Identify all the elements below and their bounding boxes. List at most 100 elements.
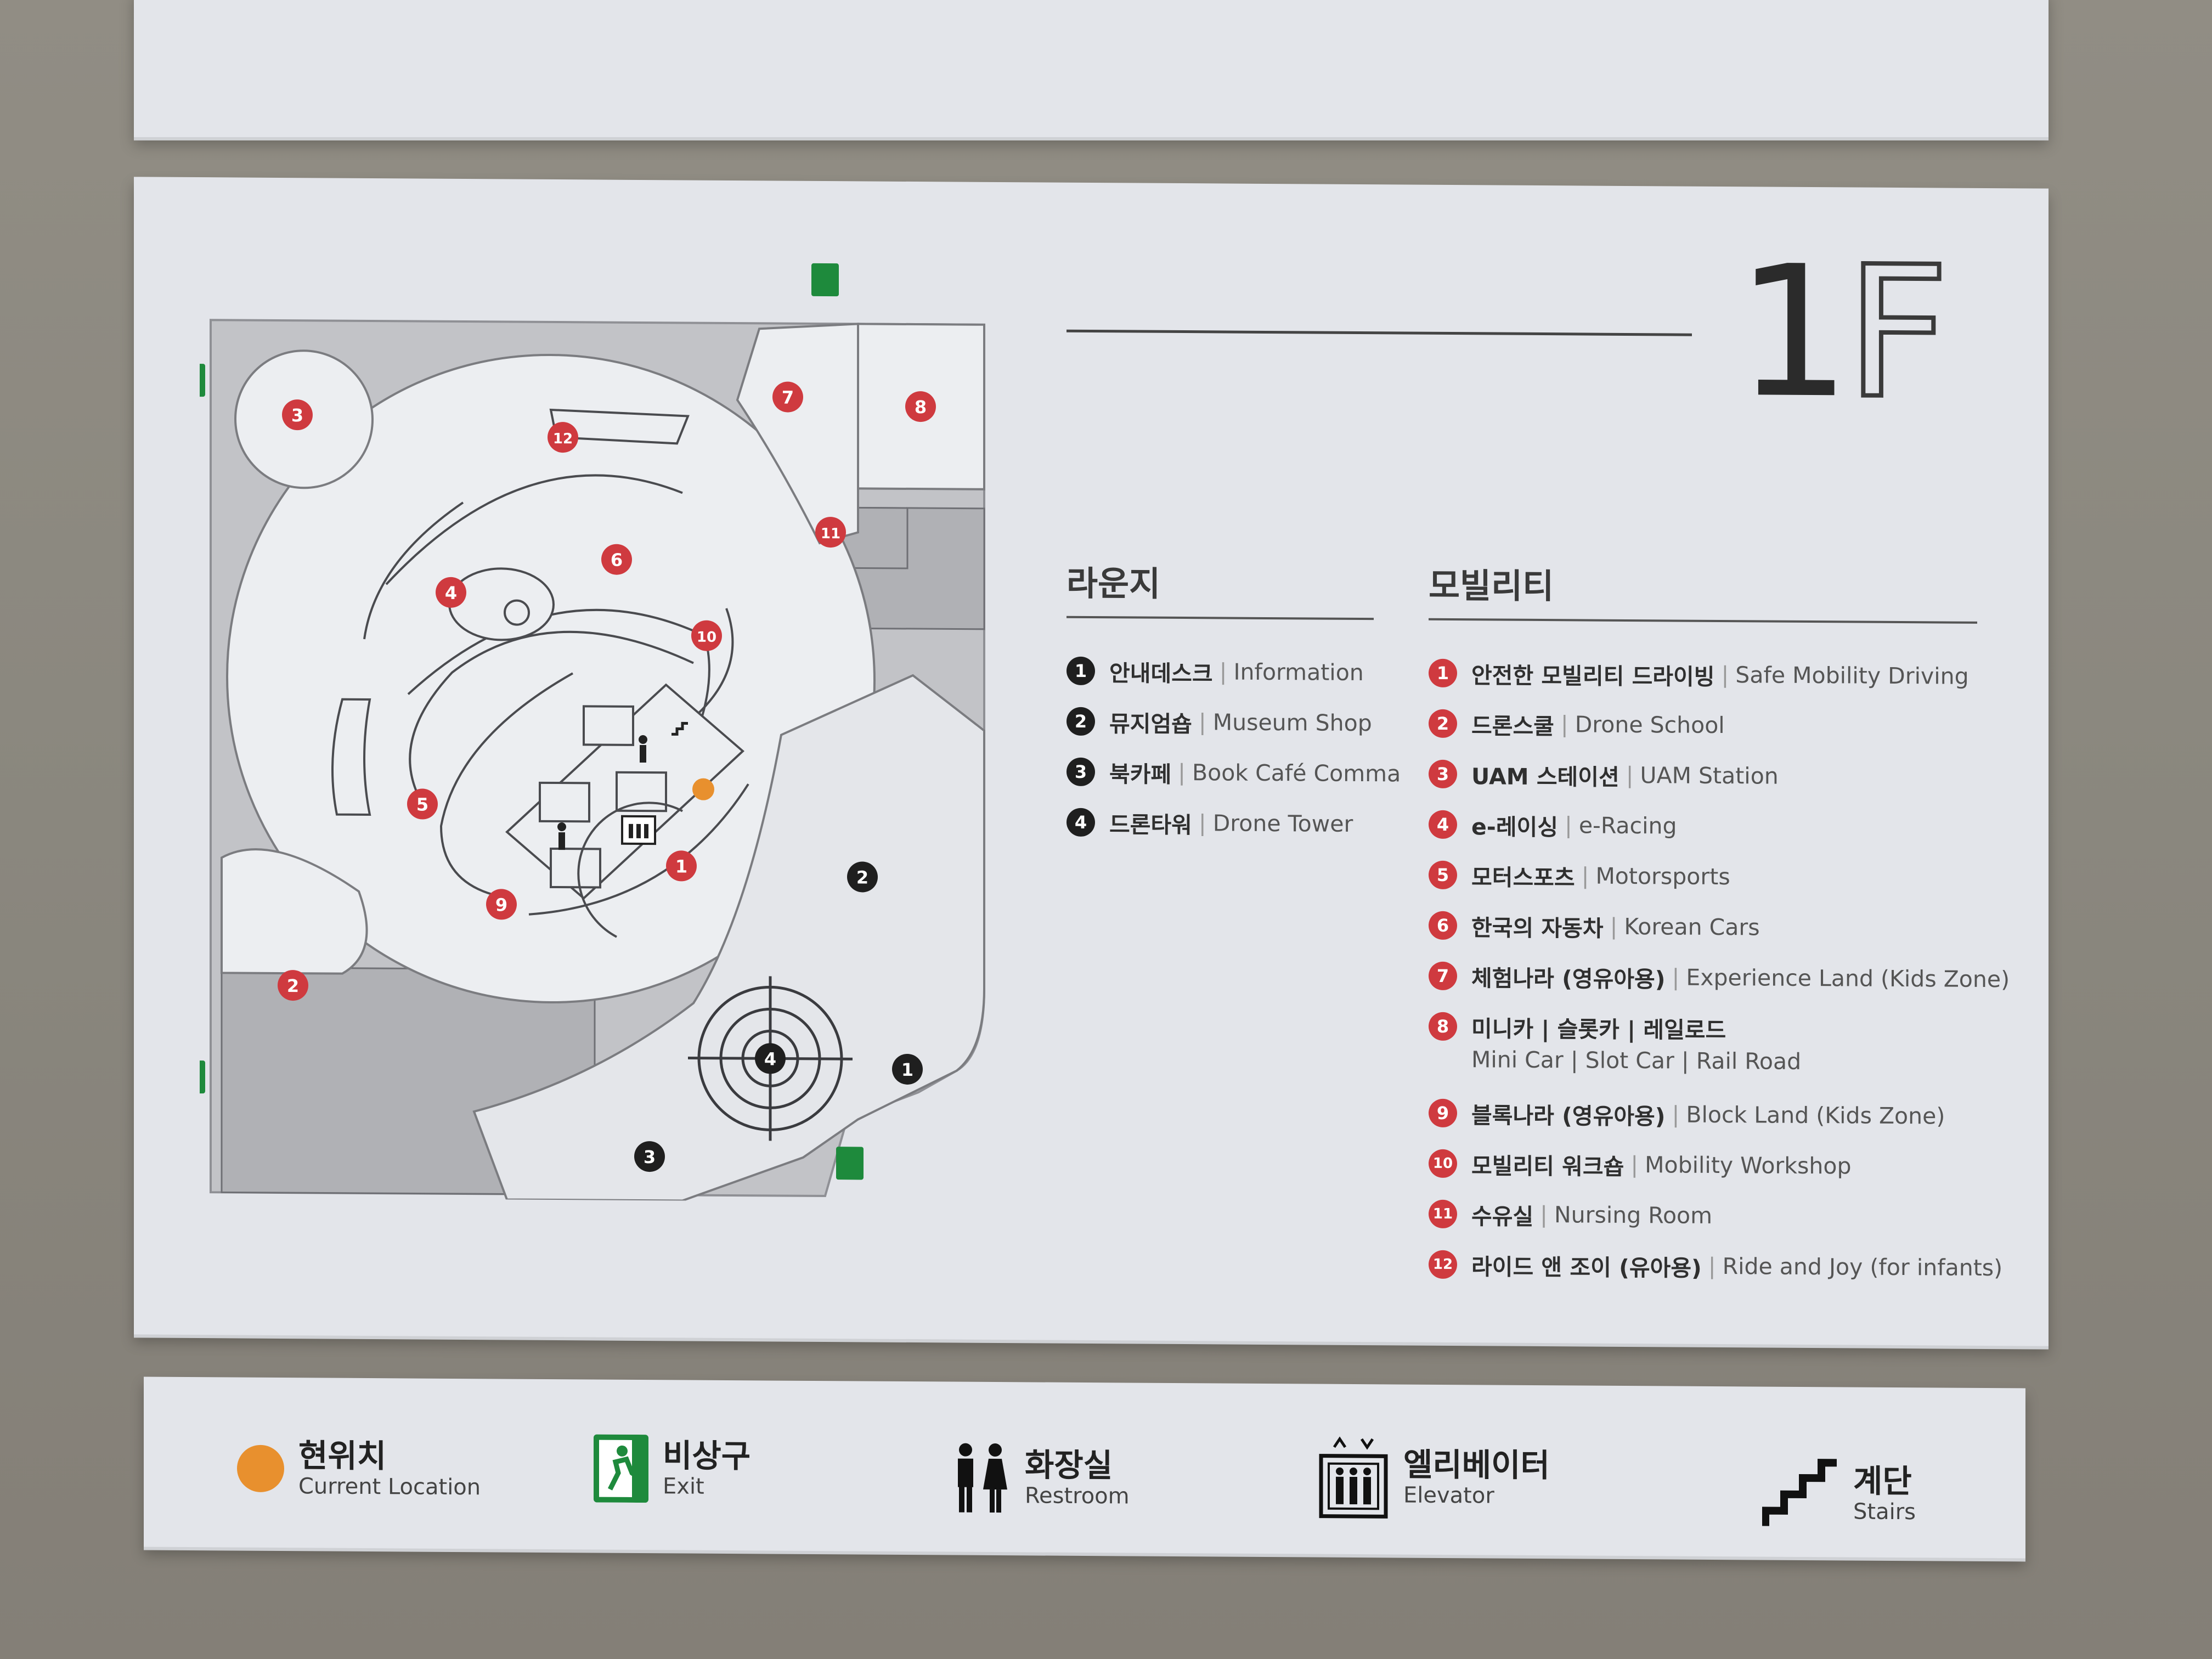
current-location-dot-icon bbox=[237, 1444, 284, 1493]
item-english-label: Book Café Comma bbox=[1192, 759, 1401, 787]
legend-ko: 엘리베이터 bbox=[1403, 1446, 1550, 1485]
map-label-red-1: 1 bbox=[666, 850, 697, 882]
item-korean-label: 드론타워 bbox=[1109, 811, 1192, 839]
svg-text:3: 3 bbox=[291, 405, 303, 426]
item-korean-label: 한국의 자동차 bbox=[1471, 915, 1604, 942]
svg-text:4: 4 bbox=[445, 583, 457, 603]
legend-en: Exit bbox=[663, 1474, 704, 1499]
floor-letter: F bbox=[1843, 225, 1946, 441]
item-english-label: Ride and Joy (for infants) bbox=[1722, 1253, 2003, 1282]
separator: | bbox=[1610, 913, 1618, 940]
separator: | bbox=[1560, 711, 1568, 738]
floor-directory-sign: 1 2 3 4 5 6 7 8 9 10 11 12 1 2 3 4 1F 라운… bbox=[134, 177, 2049, 1346]
map-label-red-12: 12 bbox=[548, 422, 578, 453]
separator: | bbox=[1564, 812, 1572, 839]
item-sub-label: Mini Car | Slot Car | Rail Road bbox=[1471, 1046, 1802, 1075]
item-korean-label: 모터스포츠 bbox=[1471, 864, 1575, 891]
item-english-label: Information bbox=[1233, 658, 1364, 686]
map-label-red-10: 10 bbox=[691, 620, 722, 651]
item-korean-label: 체험나라 (영유아용) bbox=[1471, 965, 1666, 993]
map-label-red-6: 6 bbox=[601, 544, 632, 575]
item-korean-label: 수유실 bbox=[1471, 1203, 1534, 1230]
separator: | bbox=[1581, 862, 1589, 889]
item-korean-label: 안전한 모빌리티 드라이빙 bbox=[1471, 662, 1715, 690]
svg-text:1: 1 bbox=[901, 1059, 913, 1080]
upper-sign-panel bbox=[134, 0, 2049, 137]
number-badge: 2 bbox=[1429, 709, 1457, 738]
number-badge: 11 bbox=[1429, 1199, 1457, 1229]
number-badge: 2 bbox=[1066, 707, 1095, 736]
item-english-label: Motorsports bbox=[1595, 862, 1730, 890]
number-badge: 8 bbox=[1429, 1012, 1457, 1041]
elevator-icon bbox=[1319, 1436, 1388, 1519]
number-badge: 4 bbox=[1066, 808, 1095, 837]
map-label-dark-1: 1 bbox=[892, 1053, 923, 1085]
item-korean-label: 드론스쿨 bbox=[1471, 713, 1554, 740]
restroom-icon-map bbox=[557, 735, 647, 850]
svg-text:1: 1 bbox=[675, 856, 687, 877]
separator: | bbox=[1198, 810, 1206, 837]
map-label-dark-3: 3 bbox=[634, 1141, 665, 1172]
separator: | bbox=[1198, 709, 1206, 736]
legend-ko: 계단 bbox=[1853, 1462, 1912, 1500]
exit-icon bbox=[594, 1434, 648, 1503]
number-badge: 12 bbox=[1429, 1250, 1457, 1279]
legend-ko: 화장실 bbox=[1025, 1446, 1113, 1485]
svg-text:9: 9 bbox=[495, 894, 507, 915]
svg-text:10: 10 bbox=[697, 629, 716, 646]
separator: | bbox=[1721, 662, 1729, 689]
item-english-label: Mobility Workshop bbox=[1645, 1152, 1852, 1180]
svg-text:3: 3 bbox=[644, 1147, 656, 1167]
legend-en: Current Location bbox=[298, 1474, 481, 1500]
item-english-label: e-Racing bbox=[1578, 812, 1677, 839]
circular-hall bbox=[226, 353, 876, 1003]
number-badge: 9 bbox=[1429, 1098, 1457, 1128]
item-korean-label: 모빌리티 워크숍 bbox=[1471, 1153, 1624, 1180]
map-red-labels: 1 2 3 4 5 6 7 8 9 10 11 12 bbox=[278, 381, 936, 1001]
item-korean-label: 라이드 앤 조이 (유아용) bbox=[1471, 1254, 1702, 1282]
stairs-icon-map bbox=[672, 721, 688, 736]
item-korean-label: 블록나라 (영유아용) bbox=[1471, 1102, 1666, 1130]
current-location-marker bbox=[692, 778, 714, 800]
legend-en: Elevator bbox=[1403, 1482, 1494, 1509]
item-english-label: Drone School bbox=[1575, 711, 1725, 739]
svg-text:2: 2 bbox=[856, 867, 868, 888]
item-korean-label: UAM 스테이션 bbox=[1471, 763, 1620, 791]
svg-text:5: 5 bbox=[416, 794, 428, 815]
floor-number: 1 bbox=[1736, 227, 1846, 438]
number-badge: 7 bbox=[1429, 961, 1457, 991]
lounge-heading: 라운지 bbox=[1066, 563, 1161, 604]
separator: | bbox=[1672, 964, 1680, 991]
item-korean-label: 북카페 bbox=[1109, 761, 1172, 788]
map-label-red-9: 9 bbox=[486, 889, 517, 920]
separator: | bbox=[1540, 1201, 1548, 1228]
legend-ko: 비상구 bbox=[663, 1437, 751, 1475]
separator: | bbox=[1626, 761, 1634, 789]
item-english-label: Korean Cars bbox=[1624, 913, 1760, 941]
lobe-2 bbox=[221, 848, 368, 975]
number-badge: 6 bbox=[1429, 911, 1457, 940]
item-english-label: UAM Station bbox=[1640, 762, 1779, 789]
item-english-label: Museum Shop bbox=[1212, 709, 1372, 737]
number-badge: 1 bbox=[1429, 658, 1457, 688]
svg-text:6: 6 bbox=[611, 550, 623, 571]
map-label-red-2: 2 bbox=[278, 970, 308, 1001]
lower-right-hall bbox=[472, 674, 985, 1202]
separator: | bbox=[1672, 1101, 1680, 1128]
map-label-dark-2: 2 bbox=[847, 861, 878, 893]
svg-text:4: 4 bbox=[764, 1048, 776, 1069]
